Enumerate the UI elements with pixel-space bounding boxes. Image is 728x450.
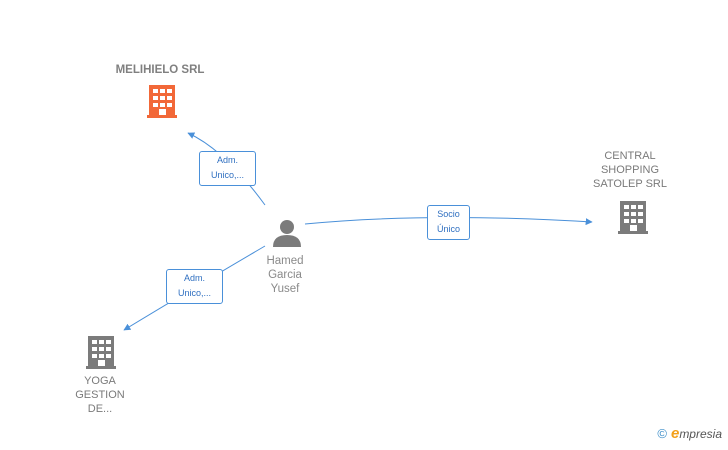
label-line: Yusef bbox=[270, 283, 300, 295]
company-label-yoga[interactable]: YOGA GESTION DE... bbox=[60, 374, 140, 416]
edge-label-line: Único bbox=[436, 224, 460, 234]
company-label-central[interactable]: CENTRAL SHOPPING SATOLEP SRL bbox=[580, 149, 680, 191]
label-line: DE... bbox=[87, 403, 113, 415]
edge-label-to-melihielo[interactable]: Adm. Unico,... bbox=[199, 151, 256, 186]
edge-label-line: Unico,... bbox=[177, 288, 211, 298]
copyright-symbol: © bbox=[657, 426, 667, 441]
label-line: SATOLEP SRL bbox=[593, 178, 667, 190]
edge-label-to-yoga[interactable]: Adm. Unico,... bbox=[166, 269, 223, 304]
building-icon[interactable] bbox=[618, 201, 648, 234]
label-line: Hamed bbox=[266, 255, 304, 267]
company-name: MELIHIELO SRL bbox=[115, 64, 205, 76]
person-icon[interactable] bbox=[273, 220, 301, 247]
label-line: GESTION bbox=[75, 389, 125, 401]
building-icon[interactable] bbox=[86, 336, 116, 369]
brand-initial: e bbox=[670, 425, 680, 442]
edge-label-line: Adm. bbox=[216, 155, 238, 165]
edge-label-line: Adm. bbox=[183, 273, 205, 283]
person-label[interactable]: Hamed Garcia Yusef bbox=[250, 254, 320, 296]
edge-label-to-central[interactable]: Socio Único bbox=[427, 205, 470, 240]
edge-label-line: Socio bbox=[437, 209, 460, 219]
label-line: CENTRAL bbox=[604, 150, 656, 162]
building-icon[interactable] bbox=[147, 85, 177, 118]
company-label-melihielo[interactable]: MELIHIELO SRL bbox=[95, 63, 225, 77]
brand-logo: ©empresia bbox=[657, 425, 722, 442]
label-line: Garcia bbox=[268, 269, 302, 281]
edge-label-line: Unico,... bbox=[210, 170, 244, 180]
label-line: SHOPPING bbox=[600, 164, 660, 176]
brand-name: mpresia bbox=[679, 427, 722, 441]
label-line: YOGA bbox=[84, 375, 116, 387]
